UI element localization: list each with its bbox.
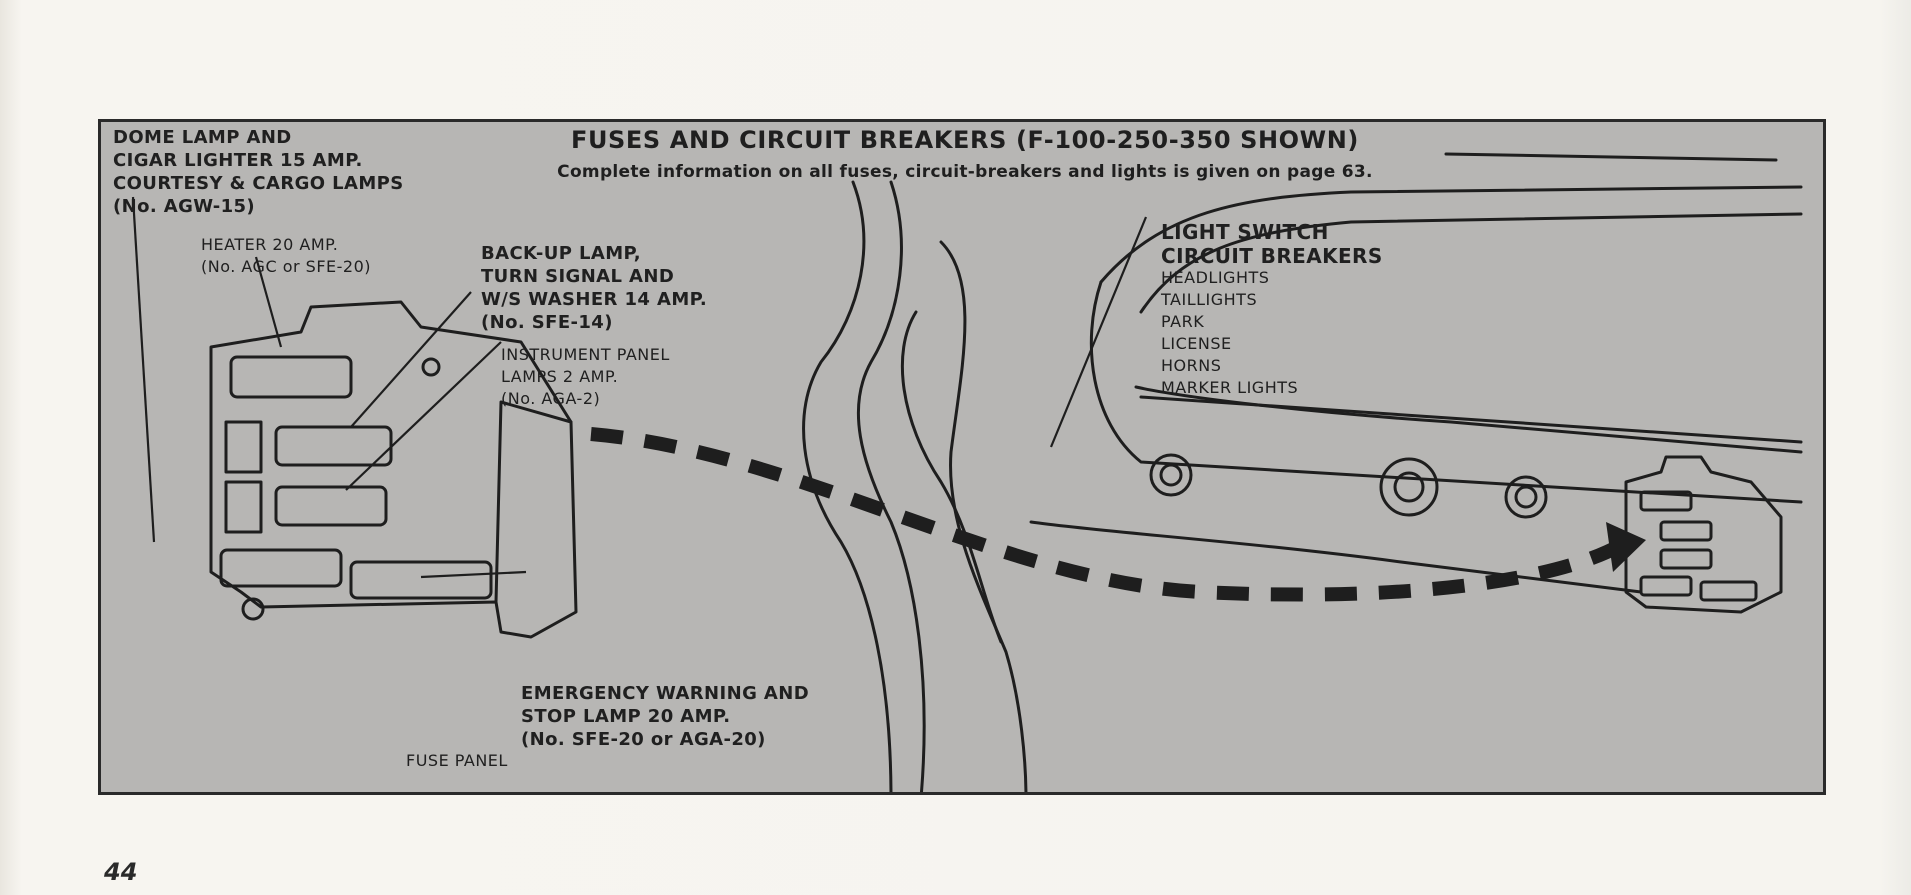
dash-edge — [1089, 280, 1803, 504]
light-switch-title: LIGHT SWITCH CIRCUIT BREAKERS — [1161, 220, 1383, 268]
small-fuse-panel — [1624, 455, 1783, 614]
fuse-emergency — [349, 560, 493, 600]
door-frame-inner — [900, 310, 1003, 644]
dash-lower — [1029, 520, 1643, 594]
instrument-panel-label: INSTRUMENT PANEL LAMPS 2 AMP. (No. AGA-2… — [501, 345, 670, 408]
figure-subtitle: Complete information on all fuses, circu… — [557, 162, 1373, 182]
fuse-diagram-figure: FUSES AND CIRCUIT BREAKERS (F-100-250-35… — [98, 119, 1826, 795]
light-switch-items: HEADLIGHTS TAILLIGHTS PARK LICENSE HORNS… — [1161, 268, 1299, 397]
arrow-head — [1606, 522, 1646, 572]
diagram-artwork — [131, 152, 1803, 792]
fuse-panel-body — [209, 300, 578, 639]
figure-title: FUSES AND CIRCUIT BREAKERS (F-100-250-35… — [570, 126, 1360, 154]
cab-pillar-inner — [856, 180, 926, 792]
ignition-switch — [1379, 457, 1439, 517]
fuse-panel-label: FUSE PANEL — [406, 751, 508, 770]
backup-lamp-label: BACK-UP LAMP, TURN SIGNAL AND W/S WASHER… — [481, 243, 708, 333]
right-knob — [1504, 475, 1548, 519]
fuse-instrument — [274, 485, 388, 527]
dome-lamp-label: DOME LAMP AND CIGAR LIGHTER 15 AMP. COUR… — [113, 127, 404, 217]
fuse-heater — [229, 355, 353, 399]
roof-line — [1444, 152, 1778, 162]
page-number: 44 — [104, 858, 138, 886]
door-frame — [939, 240, 1028, 792]
cab-pillar-outline — [802, 180, 893, 792]
dash-panel-line — [1139, 395, 1803, 444]
location-arrow — [590, 427, 1630, 602]
emergency-label: EMERGENCY WARNING AND STOP LAMP 20 AMP. … — [521, 683, 810, 750]
left-knob — [1149, 453, 1193, 497]
fuse-backup — [274, 425, 393, 467]
windshield-inner — [1139, 212, 1803, 314]
windshield-frame — [1099, 185, 1803, 284]
heater-label: HEATER 20 AMP. (No. AGC or SFE-20) — [201, 235, 372, 276]
fuse-dome — [219, 548, 343, 588]
